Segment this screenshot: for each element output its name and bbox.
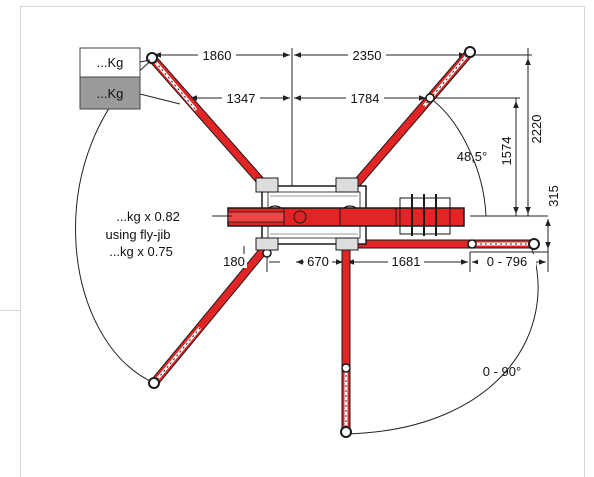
dim-label-2350: 2350 — [353, 48, 382, 63]
dim-label-180: 180 — [223, 254, 245, 269]
outrigger-rear-left — [148, 235, 277, 389]
frame-border-left — [20, 6, 21, 477]
dim-label-1681: 1681 — [392, 254, 421, 269]
note-line-2: using fly-jib — [105, 227, 170, 242]
outrigger-angle-arc — [429, 97, 487, 217]
swing-arc-right — [345, 245, 539, 435]
load-box-top — [79, 47, 141, 78]
dim-label-1860: 1860 — [203, 48, 232, 63]
load-box-top-text: ...Kg — [97, 55, 124, 70]
angle-label-48-5: 48,5° — [457, 149, 488, 164]
dim-label-315: 315 — [546, 185, 561, 207]
load-box-bottom — [79, 76, 141, 110]
note-line-1: ...kg x 0.82 — [116, 209, 180, 224]
box-leader-top — [139, 59, 151, 63]
dim-label-1347: 1347 — [227, 91, 256, 106]
load-box-bottom-text: ...Kg — [97, 86, 124, 101]
dim-label-2220: 2220 — [529, 115, 544, 144]
dim-label-0-796: 0 - 796 — [487, 254, 527, 269]
dim-label-1574: 1574 — [499, 137, 514, 166]
dim-label-1784: 1784 — [351, 91, 380, 106]
angle-label-swing: 0 - 90° — [483, 364, 521, 379]
outrigger-rear-center — [340, 241, 352, 438]
main-boom — [227, 194, 465, 236]
outrigger-front-right — [339, 46, 476, 203]
outrigger-front-left — [146, 52, 277, 199]
note-line-3: ...kg x 0.75 — [109, 244, 173, 259]
frame-notch — [0, 310, 21, 311]
dim-label-670: 670 — [307, 254, 329, 269]
box-leader-bottom — [139, 93, 181, 105]
frame-border-top — [20, 6, 585, 7]
outrigger-rear-right — [345, 238, 540, 250]
frame-border-right — [584, 6, 585, 477]
